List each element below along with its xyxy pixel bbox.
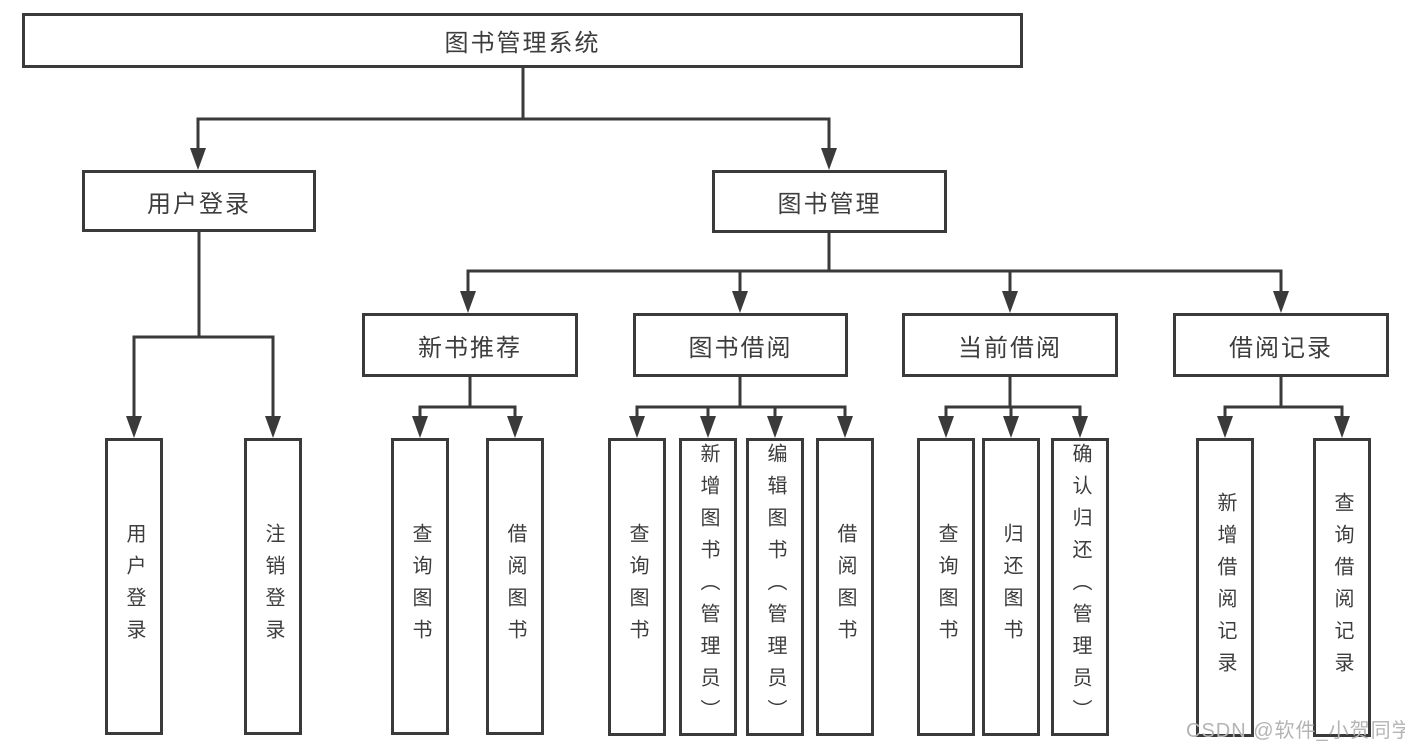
node-cb-confirm-return-admin-label: 确认归还（管理员） (1069, 443, 1091, 731)
arrowhead (265, 416, 281, 438)
node-cb-return-book-label: 归还图书 (1000, 523, 1022, 651)
connector-book-mgmt-group (466, 233, 1283, 296)
node-cb-query-book-label: 查询图书 (935, 523, 957, 651)
arrowhead (1002, 291, 1018, 313)
watermark: CSDN @软件_小贺同学 (1186, 720, 1405, 742)
node-rec-borrow-book-label: 借阅图书 (504, 522, 526, 651)
connector-current-borrow-group (944, 377, 1082, 422)
arrowhead (1217, 416, 1233, 438)
connector-root-to-level2 (196, 68, 831, 152)
arrowhead (821, 148, 837, 170)
node-rec-query-book: 查询图书 (391, 438, 449, 735)
arrowhead (507, 416, 523, 438)
connector-borrow-records-group (1223, 377, 1344, 422)
arrowhead (460, 291, 476, 313)
arrowhead (1334, 416, 1350, 438)
node-current-borrow-label: 当前借阅 (958, 334, 1062, 362)
node-book-mgmt: 图书管理 (712, 170, 947, 233)
node-rec-query-book-label: 查询图书 (409, 522, 431, 651)
node-leaf-user-login-label: 用户登录 (123, 522, 145, 651)
arrowhead (126, 416, 142, 438)
arrowhead (190, 148, 206, 170)
arrowhead (1072, 416, 1088, 438)
node-user-login: 用户登录 (82, 170, 316, 232)
node-leaf-user-login: 用户登录 (105, 438, 163, 735)
connector-user-login-group (132, 232, 275, 420)
node-leaf-logout-login-label: 注销登录 (262, 522, 284, 651)
node-book-mgmt-label: 图书管理 (777, 191, 882, 218)
node-user-login-label: 用户登录 (147, 190, 251, 218)
arrowhead (938, 416, 954, 438)
arrowhead (837, 416, 853, 438)
node-bb-borrow-book: 借阅图书 (816, 438, 874, 736)
arrowhead (767, 416, 783, 438)
node-book-borrow-label: 图书借阅 (688, 334, 793, 362)
node-bb-edit-book-admin-label: 编辑图书（管理员） (764, 443, 786, 731)
node-borrow-records-label: 借阅记录 (1229, 334, 1333, 362)
arrowhead (412, 416, 428, 438)
node-book-borrow: 图书借阅 (633, 313, 848, 377)
node-cb-query-book: 查询图书 (917, 438, 975, 736)
connector-new-book-rec-group (418, 377, 517, 422)
node-bb-query-book: 查询图书 (608, 438, 666, 736)
node-br-query-record: 查询借阅记录 (1313, 438, 1371, 737)
arrowhead (700, 416, 716, 438)
node-root: 图书管理系统 (22, 13, 1023, 68)
node-borrow-records: 借阅记录 (1173, 313, 1389, 377)
node-current-borrow: 当前借阅 (902, 313, 1118, 377)
node-root-label: 图书管理系统 (444, 30, 601, 57)
node-new-book-rec: 新书推荐 (362, 313, 578, 377)
arrowhead (629, 416, 645, 438)
node-br-new-record-label: 新增借阅记录 (1214, 491, 1236, 684)
node-rec-borrow-book: 借阅图书 (486, 438, 544, 735)
connector-book-borrow-group (635, 377, 847, 422)
node-br-query-record-label: 查询借阅记录 (1331, 491, 1353, 684)
node-new-book-rec-label: 新书推荐 (418, 334, 522, 362)
node-bb-add-book-admin-label: 新增图书（管理员） (697, 443, 719, 731)
node-bb-edit-book-admin: 编辑图书（管理员） (746, 438, 804, 736)
node-cb-return-book: 归还图书 (982, 438, 1040, 736)
node-cb-confirm-return-admin: 确认归还（管理员） (1051, 438, 1109, 736)
arrowhead (1273, 291, 1289, 313)
node-bb-query-book-label: 查询图书 (626, 523, 648, 651)
node-br-new-record: 新增借阅记录 (1196, 438, 1254, 737)
arrowhead (732, 291, 748, 313)
node-bb-borrow-book-label: 借阅图书 (834, 523, 856, 651)
node-bb-add-book-admin: 新增图书（管理员） (679, 438, 737, 736)
node-leaf-logout-login: 注销登录 (244, 438, 302, 735)
arrowhead (1003, 416, 1019, 438)
